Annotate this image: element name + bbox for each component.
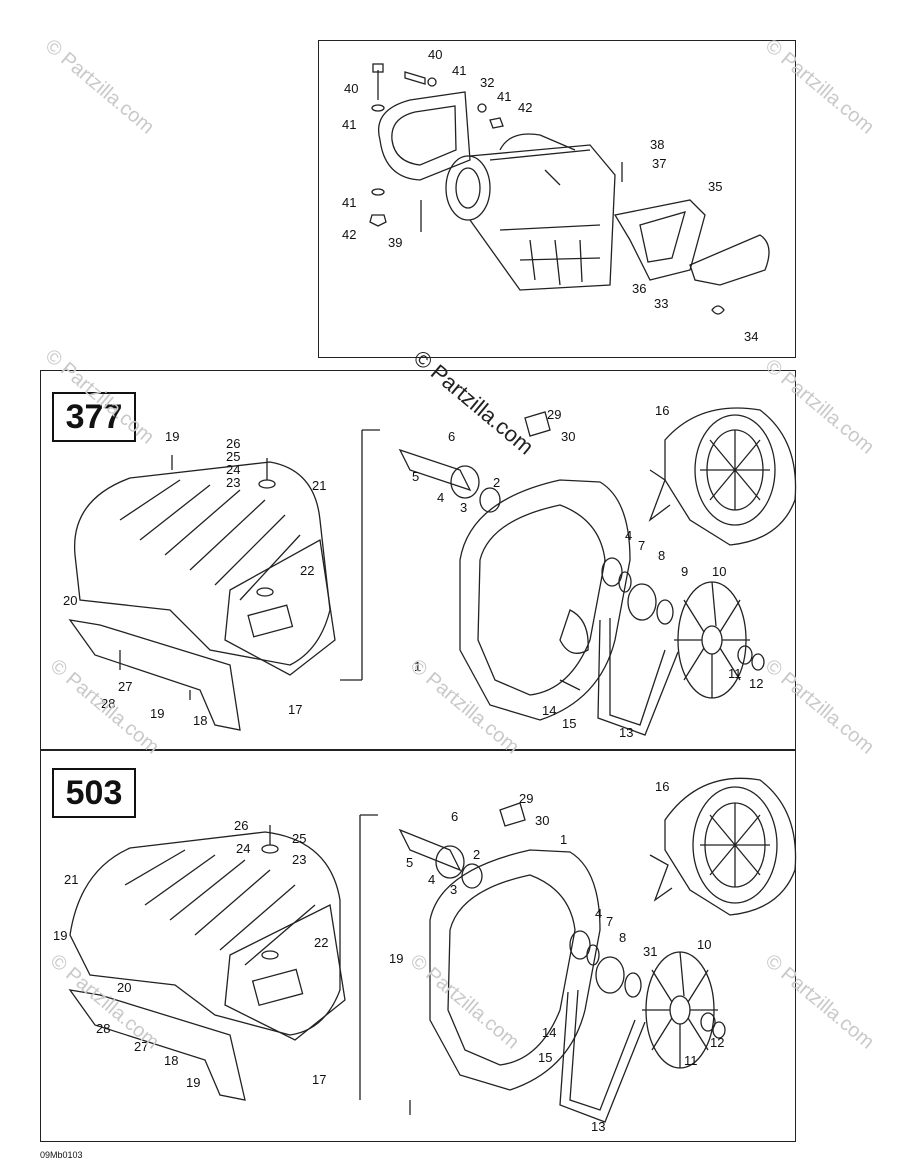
callout-35: 35 xyxy=(708,179,723,194)
callout-29: 29 xyxy=(547,407,562,422)
bottom-panel-503 xyxy=(40,750,796,1142)
callout-8: 8 xyxy=(658,548,666,563)
callout-15: 15 xyxy=(562,716,577,731)
callout-23-b: 23 xyxy=(292,852,307,867)
callout-42a: 42 xyxy=(518,100,533,115)
middle-panel-377 xyxy=(40,370,796,750)
callout-41d: 41 xyxy=(342,195,357,210)
callout-17: 17 xyxy=(288,702,303,717)
callout-4-b2: 4 xyxy=(595,906,603,921)
callout-6-b: 6 xyxy=(451,809,459,824)
fan-cover-503 xyxy=(649,777,797,916)
callout-28-b: 28 xyxy=(96,1021,111,1036)
callout-1-b: 1 xyxy=(560,832,568,847)
callout-38: 38 xyxy=(650,137,665,152)
callout-2-b: 2 xyxy=(473,847,481,862)
callout-41a: 41 xyxy=(452,63,467,78)
callout-24-b: 24 xyxy=(236,841,251,856)
callout-20-b: 20 xyxy=(117,980,132,995)
callout-21-b: 21 xyxy=(64,872,79,887)
callout-32: 32 xyxy=(480,75,495,90)
callout-23: 23 xyxy=(226,475,241,490)
callout-13-b: 13 xyxy=(591,1119,606,1134)
callout-41b: 41 xyxy=(342,117,357,132)
callout-30-b: 30 xyxy=(535,813,550,828)
callout-27-b: 27 xyxy=(134,1039,149,1054)
callout-10-b: 10 xyxy=(697,937,712,952)
callout-4a: 4 xyxy=(437,490,445,505)
callout-4b: 4 xyxy=(625,528,633,543)
callout-17-b: 17 xyxy=(312,1072,327,1087)
pulley-fan-377 xyxy=(597,557,765,736)
callout-28: 28 xyxy=(101,696,116,711)
callout-22: 22 xyxy=(300,563,315,578)
callout-11-b: 11 xyxy=(684,1053,698,1068)
callout-8-b: 8 xyxy=(619,930,627,945)
callout-2: 2 xyxy=(493,475,501,490)
callout-3-b: 3 xyxy=(450,882,458,897)
callout-27: 27 xyxy=(118,679,133,694)
callout-40a: 40 xyxy=(428,47,443,62)
callout-20: 20 xyxy=(63,593,78,608)
pulley-fan-503 xyxy=(559,930,726,1123)
callout-37: 37 xyxy=(652,156,667,171)
callout-41c: 41 xyxy=(497,89,512,104)
callout-19-b2: 19 xyxy=(389,951,404,966)
fan-housing-503 xyxy=(359,802,601,1115)
callout-26-b: 26 xyxy=(234,818,249,833)
callout-14: 14 xyxy=(542,703,557,718)
callout-5-b: 5 xyxy=(406,855,414,870)
callout-36: 36 xyxy=(632,281,647,296)
callout-24: 24 xyxy=(226,462,241,477)
callout-3: 3 xyxy=(460,500,468,515)
callout-16-b: 16 xyxy=(655,779,670,794)
callout-25-b: 25 xyxy=(292,831,307,846)
callout-39: 39 xyxy=(388,235,403,250)
callout-21: 21 xyxy=(312,478,327,493)
fan-cover-377 xyxy=(648,407,797,546)
diagram-code: 09Mb0103 xyxy=(40,1150,83,1160)
callout-7: 7 xyxy=(638,538,646,553)
callout-11: 11 xyxy=(728,666,742,681)
fan-housing-377 xyxy=(340,411,631,721)
callout-16: 16 xyxy=(655,403,670,418)
callout-12: 12 xyxy=(749,676,764,691)
engine-label-503: 503 xyxy=(52,768,136,818)
callout-22-b: 22 xyxy=(314,935,329,950)
callout-6: 6 xyxy=(448,429,456,444)
top-panel xyxy=(318,40,796,358)
callout-14-b: 14 xyxy=(542,1025,557,1040)
callout-19-b3: 19 xyxy=(186,1075,201,1090)
callout-9: 9 xyxy=(681,564,689,579)
callout-30: 30 xyxy=(561,429,576,444)
callout-18-b: 18 xyxy=(164,1053,179,1068)
callout-26: 26 xyxy=(226,436,241,451)
fan-cowl-377 xyxy=(68,455,336,731)
callout-5: 5 xyxy=(412,469,420,484)
callout-15-b: 15 xyxy=(538,1050,553,1065)
callout-29-b: 29 xyxy=(519,791,534,806)
callout-42b: 42 xyxy=(342,227,357,242)
callout-10: 10 xyxy=(712,564,727,579)
callout-13: 13 xyxy=(619,725,634,740)
callout-34: 34 xyxy=(744,329,759,344)
callout-19b: 19 xyxy=(150,706,165,721)
callout-12-b: 12 xyxy=(710,1035,725,1050)
air-silencer-assembly xyxy=(369,63,770,315)
callout-33: 33 xyxy=(654,296,669,311)
engine-label-377: 377 xyxy=(52,392,136,442)
callout-31-b: 31 xyxy=(643,944,658,959)
callout-19-b1: 19 xyxy=(53,928,68,943)
callout-1: 1 xyxy=(414,659,422,674)
callout-7-b: 7 xyxy=(606,914,614,929)
fan-cowl-503 xyxy=(68,825,346,1101)
callout-25: 25 xyxy=(226,449,241,464)
callout-19a: 19 xyxy=(165,429,180,444)
callout-4-b1: 4 xyxy=(428,872,436,887)
callout-18: 18 xyxy=(193,713,208,728)
callout-40b: 40 xyxy=(344,81,359,96)
